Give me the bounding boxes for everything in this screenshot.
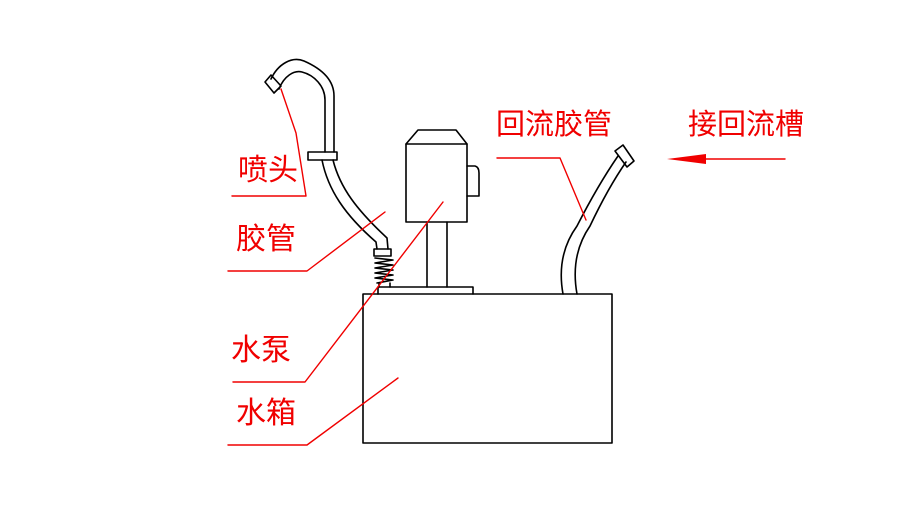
left-arrowhead-icon [667,154,706,164]
label-hose: 胶管 [236,222,296,257]
hose-leader-line [227,211,386,272]
water-tank-shape [362,293,613,444]
label-pump: 水泵 [231,333,291,368]
hose-collar-shape [307,151,338,161]
label-nozzle: 喷头 [238,153,298,188]
pump-motor-shape [405,129,480,223]
tank-leader-line [227,377,399,446]
label-to-return-trough: 接回流槽 [688,107,805,141]
threaded-fitting-shape [373,248,394,288]
nozzle-tip-shape [264,74,282,94]
pump-base-plate-shape [377,286,474,295]
label-tank: 水箱 [236,396,296,431]
return-hose-fitting-shape [614,144,635,168]
return-hose-leader-line [496,157,587,221]
pump-column-shape [426,221,448,288]
return-hose-shape [560,144,635,295]
pump-leader-line [232,201,444,383]
spray-hose-shape [264,58,389,250]
nozzle-leader-line [231,88,307,197]
label-return-hose: 回流胶管 [496,107,613,141]
